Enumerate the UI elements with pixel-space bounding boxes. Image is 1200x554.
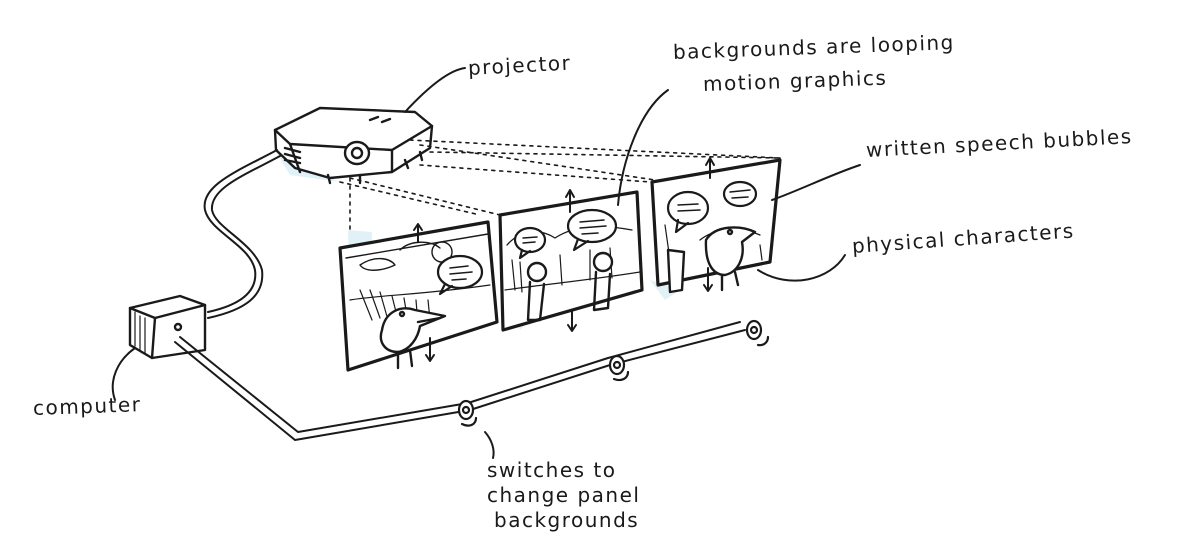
panel-1: [338, 220, 499, 372]
projector-leader: [404, 67, 466, 113]
label-switches-line1: switches to: [487, 458, 617, 482]
label-computer: computer: [32, 392, 142, 420]
speech-bubble-icon: [666, 180, 758, 234]
character-icon: [379, 307, 447, 370]
speech-bubble-icon: [513, 208, 618, 260]
speech-bubbles-leader: [771, 164, 861, 201]
computer-leader: [111, 347, 136, 401]
speech-bubble-icon: [436, 254, 484, 296]
arrow-icon: [413, 223, 435, 362]
character-icon: [666, 226, 757, 294]
label-switches-line3: backgrounds: [494, 508, 640, 532]
backgrounds-leader: [617, 89, 669, 206]
arrow-icon: [703, 157, 715, 292]
projector-icon: [273, 106, 434, 185]
character-icon: [526, 251, 614, 322]
switch-cable: [174, 329, 746, 441]
characters-leader: [757, 254, 846, 282]
arrow-icon: [565, 189, 577, 332]
switches-leader: [484, 431, 495, 459]
label-switches-line2: change panel: [487, 483, 641, 507]
projector-cable: [203, 149, 278, 313]
projection-rays: [339, 139, 781, 233]
switch-icon: [457, 319, 770, 427]
panel-2: [498, 190, 644, 332]
